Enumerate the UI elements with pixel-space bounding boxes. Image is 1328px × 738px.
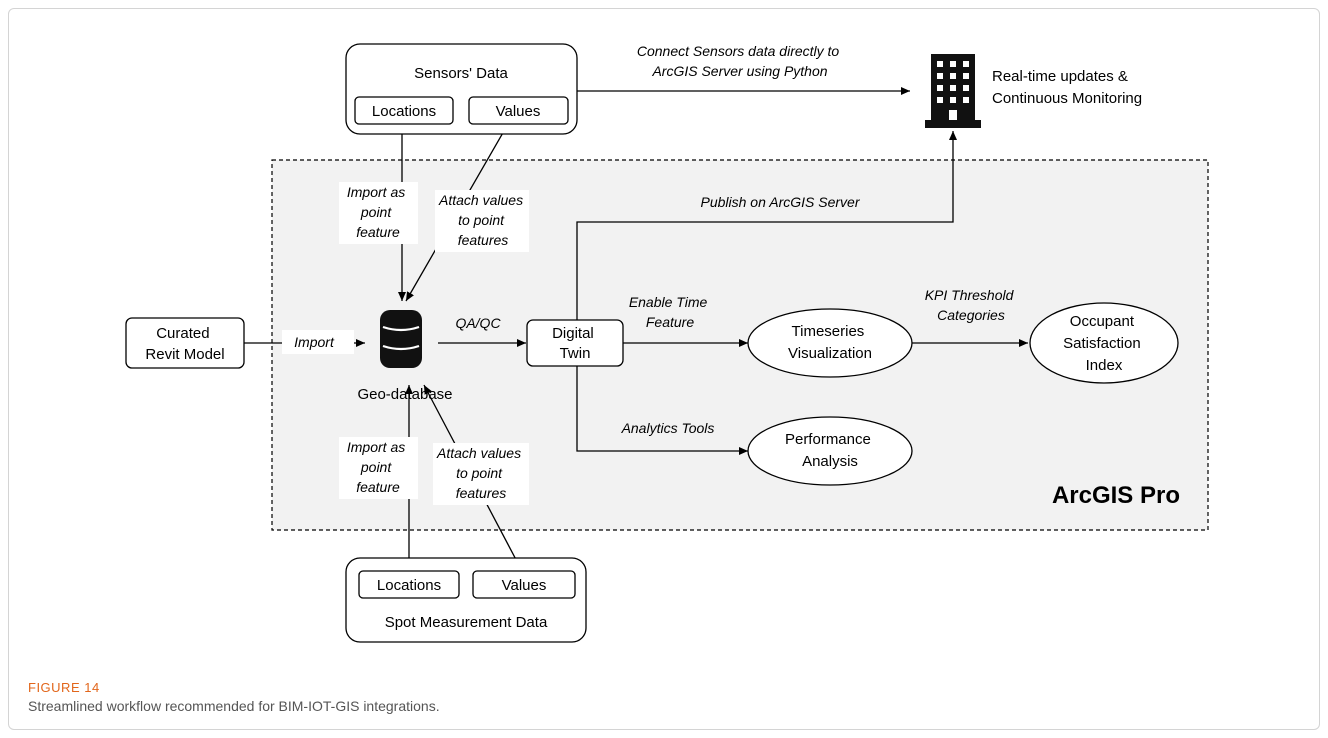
arrow-twin-to-performance: [576, 366, 748, 455]
digital-twin-box: Digital Twin: [526, 319, 624, 367]
spot-values-box: Values: [472, 570, 576, 599]
analytics-tools-label: Analytics Tools: [621, 420, 715, 436]
occupant-satisfaction-ellipse: Occupant Satisfaction Index: [1029, 302, 1179, 384]
enable-time-feature-label: Enable Time Feature: [629, 294, 711, 330]
realtime-monitoring-label: Real-time updates & Continuous Monitorin…: [992, 68, 1142, 107]
import-point-feature-top-label: Import as point feature: [339, 182, 418, 244]
svg-text:Values: Values: [496, 103, 541, 120]
publish-label: Publish on ArcGIS Server: [701, 194, 861, 210]
svg-text:Sensors' Data: Sensors' Data: [414, 65, 508, 82]
svg-text:Occupant Satisfaction: Occupant Satisfaction Index: [1063, 313, 1145, 374]
timeseries-visualization-ellipse: Timeseries Visualization: [747, 308, 913, 378]
svg-text:Timeseries Visualization: Timeseries Visualization: [788, 323, 872, 362]
sensor-locations-box: Locations: [354, 96, 454, 125]
attach-values-top-label: Attach values to point features: [435, 190, 529, 252]
kpi-threshold-label: KPI Threshold Categories: [925, 287, 1018, 323]
sensors-data-box: Sensors' Data Locations Values: [345, 43, 578, 135]
connect-sensors-label: Connect Sensors data directly to ArcGIS …: [637, 43, 843, 79]
svg-text:Values: Values: [502, 577, 547, 594]
svg-text:Locations: Locations: [377, 577, 441, 594]
svg-text:Import: Import: [294, 334, 335, 350]
geodatabase-label: Geo-database: [357, 386, 452, 403]
curated-revit-model-box: Curated Revit Model: [125, 317, 245, 369]
spot-locations-box: Locations: [358, 570, 460, 599]
svg-text:Digital Twin: Digital Twin: [552, 325, 598, 362]
svg-text:Spot Measurement Data: Spot Measurement Data: [385, 614, 548, 631]
attach-values-bottom-label: Attach values to point features: [433, 443, 529, 505]
svg-text:Import as point fe: Import as point feature: [347, 439, 409, 495]
svg-text:Attach values to point: Attach values to point features: [438, 192, 527, 248]
svg-text:Performance Analysis: Performance Analysis: [785, 431, 875, 470]
workflow-diagram: ArcGIS Pro Sensors' Data Locations Value…: [125, 43, 1209, 643]
database-icon: [380, 310, 422, 368]
svg-text:Attach values to point: Attach values to point features: [436, 445, 525, 501]
svg-text:Locations: Locations: [372, 103, 436, 120]
import-label: Import: [282, 330, 354, 354]
performance-analysis-ellipse: Performance Analysis: [747, 416, 913, 486]
building-icon: [925, 54, 981, 128]
svg-text:Curated Revit Model: Curated Revit Model: [145, 325, 224, 363]
import-point-feature-bottom-label: Import as point feature: [339, 437, 418, 499]
figure-label: FIGURE 14: [28, 680, 100, 695]
sensor-values-box: Values: [468, 96, 569, 125]
figure-caption: Streamlined workflow recommended for BIM…: [28, 698, 440, 714]
svg-text:Import as point fe: Import as point feature: [347, 184, 409, 240]
arcgis-pro-label: ArcGIS Pro: [1052, 482, 1180, 509]
qaqc-label: QA/QC: [455, 315, 501, 331]
arrow-twin-to-realtime: [576, 131, 957, 320]
spot-measurement-data-box: Locations Values Spot Measurement Data: [345, 557, 587, 643]
